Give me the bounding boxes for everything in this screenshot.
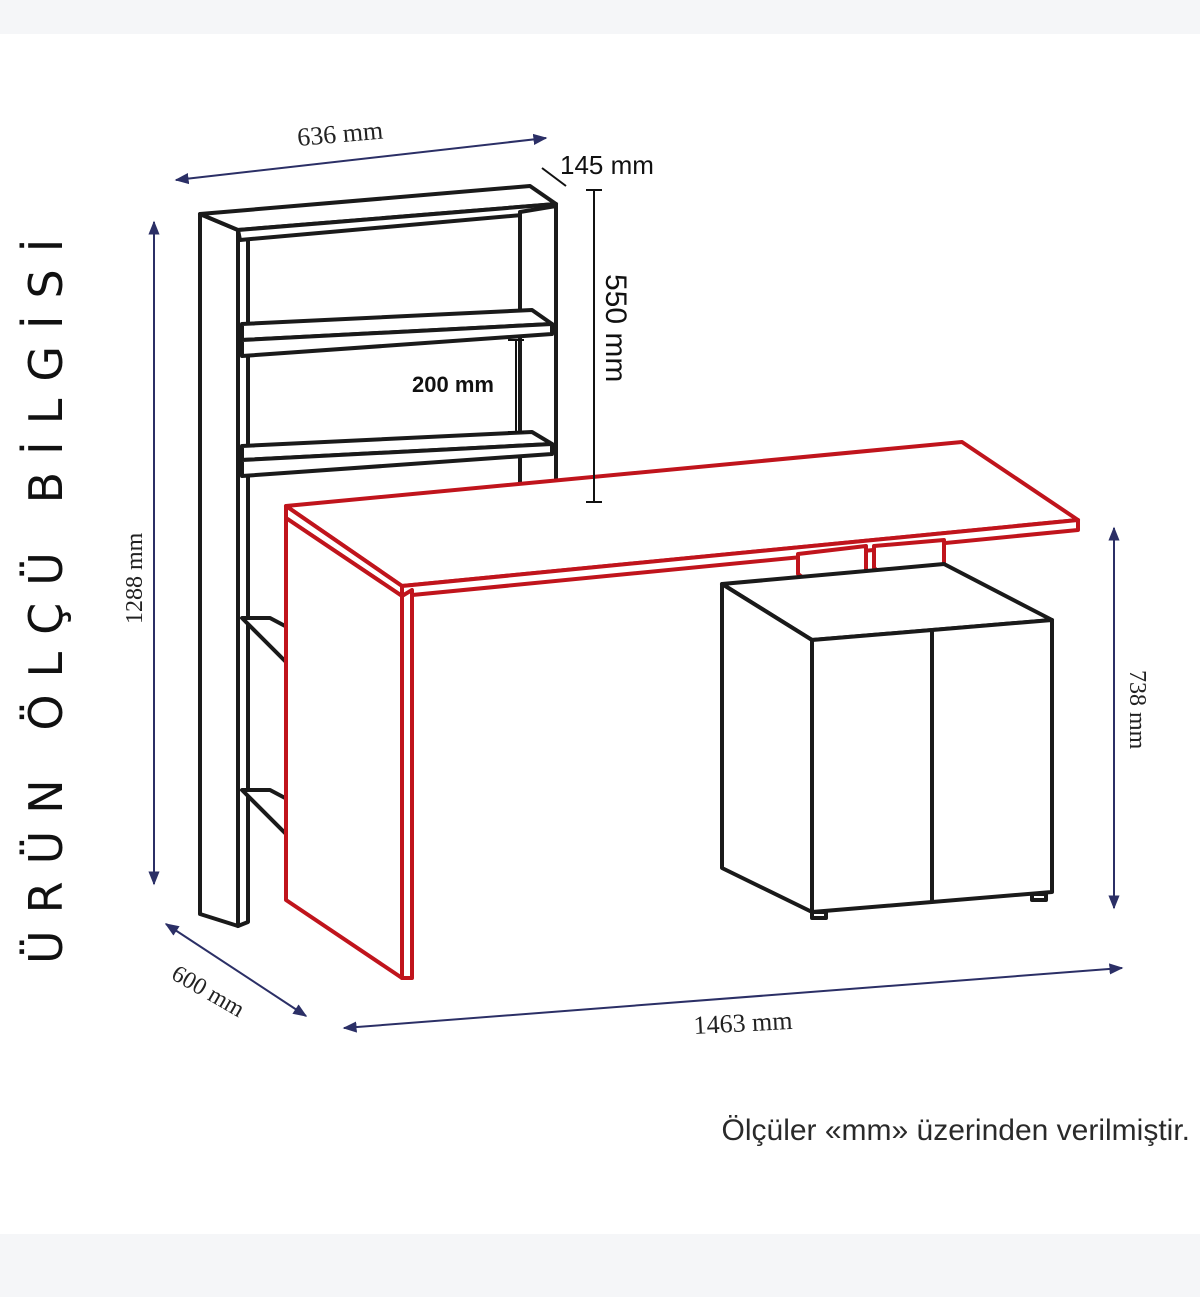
cabinet-foot-left <box>810 910 828 920</box>
desk-leg-edge <box>400 588 414 980</box>
cabinet-foot-right <box>1030 892 1048 902</box>
label-shelf-spacing: 200 mm <box>412 372 494 397</box>
footnote: Ölçüler «mm» üzerinden verilmiştir. <box>721 1114 1190 1147</box>
dim-line-shelf-depth <box>541 167 567 187</box>
desk-diagram: ÜRÜN ÖLÇÜ BİLGİSİ <box>19 116 1150 1040</box>
title-vertical: ÜRÜN ÖLÇÜ BİLGİSİ <box>19 222 73 964</box>
label-shelf-depth: 145 mm <box>560 150 654 180</box>
label-desk-height: 738 mm <box>1124 670 1150 750</box>
desk-leg-panel <box>284 516 404 980</box>
desk-top-front <box>400 518 1080 598</box>
shelf-board-1-front <box>240 322 554 358</box>
dim-line-total-width <box>342 963 1124 1033</box>
label-total-height: 1288 mm <box>122 532 148 624</box>
cabinet <box>720 562 1054 920</box>
cabinet-side <box>720 582 814 914</box>
label-shelf-width: 636 mm <box>296 116 384 152</box>
label-total-width: 1463 mm <box>693 1006 793 1040</box>
shelf-board-2-front <box>240 442 554 478</box>
dim-line-depth <box>164 923 308 1017</box>
desk <box>284 440 1080 980</box>
dimension-lines <box>148 133 1124 1033</box>
label-shelf-height: 550 mm <box>599 274 632 382</box>
diagram-sheet: ÜRÜN ÖLÇÜ BİLGİSİ <box>0 34 1200 1234</box>
shelf-left-post <box>198 212 240 928</box>
dim-line-shelf-width <box>174 133 548 185</box>
